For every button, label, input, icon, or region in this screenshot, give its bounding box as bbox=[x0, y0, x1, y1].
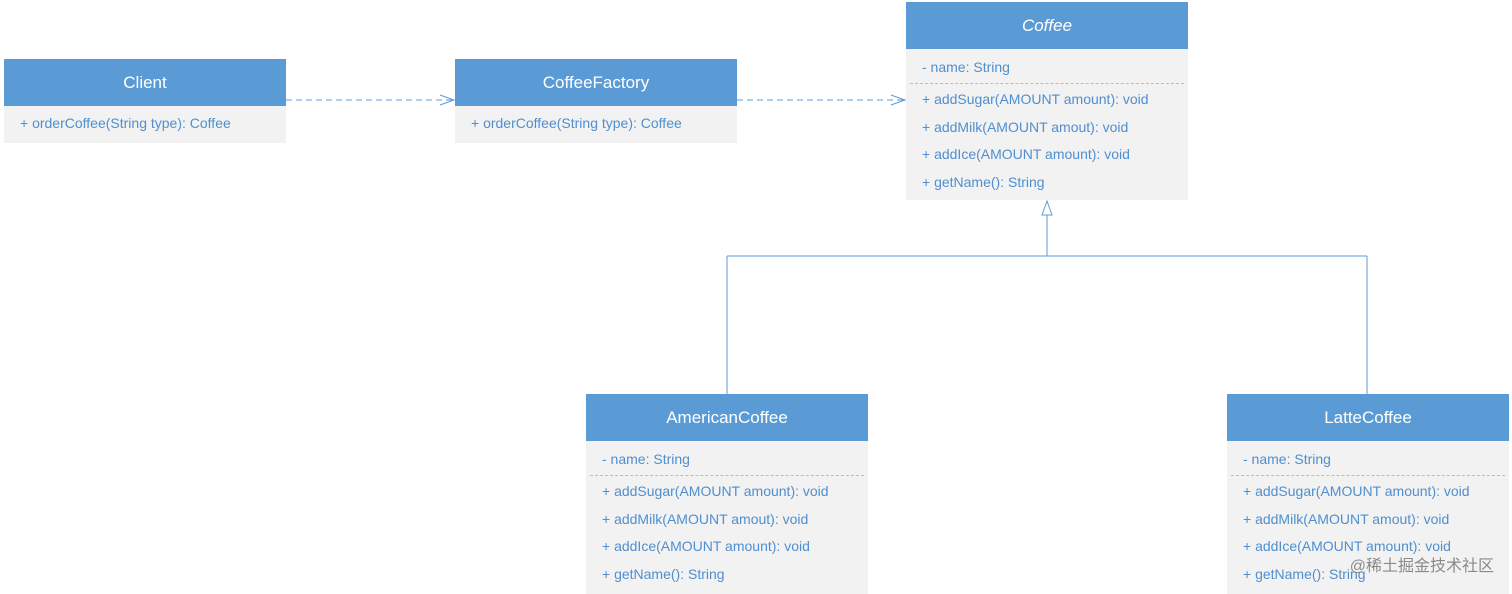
class-latte-coffee-attributes: - name: String bbox=[1231, 441, 1505, 476]
operation-order-coffee: + orderCoffee(String type): Coffee bbox=[20, 115, 231, 131]
generalization-to-coffee bbox=[726, 199, 1368, 394]
operation-get-name: + getName(): String bbox=[922, 173, 1045, 190]
operation-add-milk: + addMilk(AMOUNT amout): void bbox=[602, 510, 809, 527]
class-coffee-factory-name: CoffeeFactory bbox=[455, 59, 737, 106]
class-client[interactable]: Client + orderCoffee(String type): Coffe… bbox=[4, 59, 286, 143]
class-american-coffee-operations: + addSugar(AMOUNT amount): void + addMil… bbox=[586, 478, 868, 588]
class-coffee-attributes: - name: String bbox=[910, 49, 1184, 84]
operation-add-milk: + addMilk(AMOUNT amout): void bbox=[922, 118, 1129, 135]
attribute-name: - name: String bbox=[1243, 451, 1331, 467]
operation-get-name: + getName(): String bbox=[1243, 565, 1366, 582]
operation-add-ice: + addIce(AMOUNT amount): void bbox=[922, 146, 1130, 162]
class-american-coffee-attributes: - name: String bbox=[590, 441, 864, 476]
dependency-factory-to-coffee bbox=[737, 94, 907, 106]
class-coffee-factory-operations: + orderCoffee(String type): Coffee bbox=[455, 106, 737, 138]
attribute-name: - name: String bbox=[922, 59, 1010, 75]
operation-add-ice: + addIce(AMOUNT amount): void bbox=[602, 538, 810, 554]
class-latte-coffee-name: LatteCoffee bbox=[1227, 394, 1509, 441]
class-coffee-factory[interactable]: CoffeeFactory + orderCoffee(String type)… bbox=[455, 59, 737, 143]
attribute-name: - name: String bbox=[602, 451, 690, 467]
operation-add-milk: + addMilk(AMOUNT amout): void bbox=[1243, 510, 1450, 527]
watermark-text: @稀土掘金技术社区 bbox=[1349, 558, 1494, 575]
class-latte-coffee-operations: + addSugar(AMOUNT amount): void + addMil… bbox=[1227, 478, 1509, 588]
operation-add-sugar: + addSugar(AMOUNT amount): void bbox=[1243, 483, 1470, 499]
dependency-client-to-factory bbox=[286, 94, 456, 106]
class-client-operations: + orderCoffee(String type): Coffee bbox=[4, 106, 286, 138]
operation-add-ice: + addIce(AMOUNT amount): void bbox=[1243, 538, 1451, 554]
class-coffee-name: Coffee bbox=[906, 2, 1188, 49]
class-american-coffee[interactable]: AmericanCoffee - name: String + addSugar… bbox=[586, 394, 868, 594]
class-latte-coffee[interactable]: LatteCoffee - name: String + addSugar(AM… bbox=[1227, 394, 1509, 594]
operation-add-sugar: + addSugar(AMOUNT amount): void bbox=[602, 483, 829, 499]
class-client-name: Client bbox=[4, 59, 286, 106]
class-coffee[interactable]: Coffee - name: String + addSugar(AMOUNT … bbox=[906, 2, 1188, 200]
operation-get-name: + getName(): String bbox=[602, 565, 725, 582]
operation-add-sugar: + addSugar(AMOUNT amount): void bbox=[922, 91, 1149, 107]
class-coffee-operations: + addSugar(AMOUNT amount): void + addMil… bbox=[906, 86, 1188, 196]
class-american-coffee-name: AmericanCoffee bbox=[586, 394, 868, 441]
operation-order-coffee: + orderCoffee(String type): Coffee bbox=[471, 115, 682, 131]
